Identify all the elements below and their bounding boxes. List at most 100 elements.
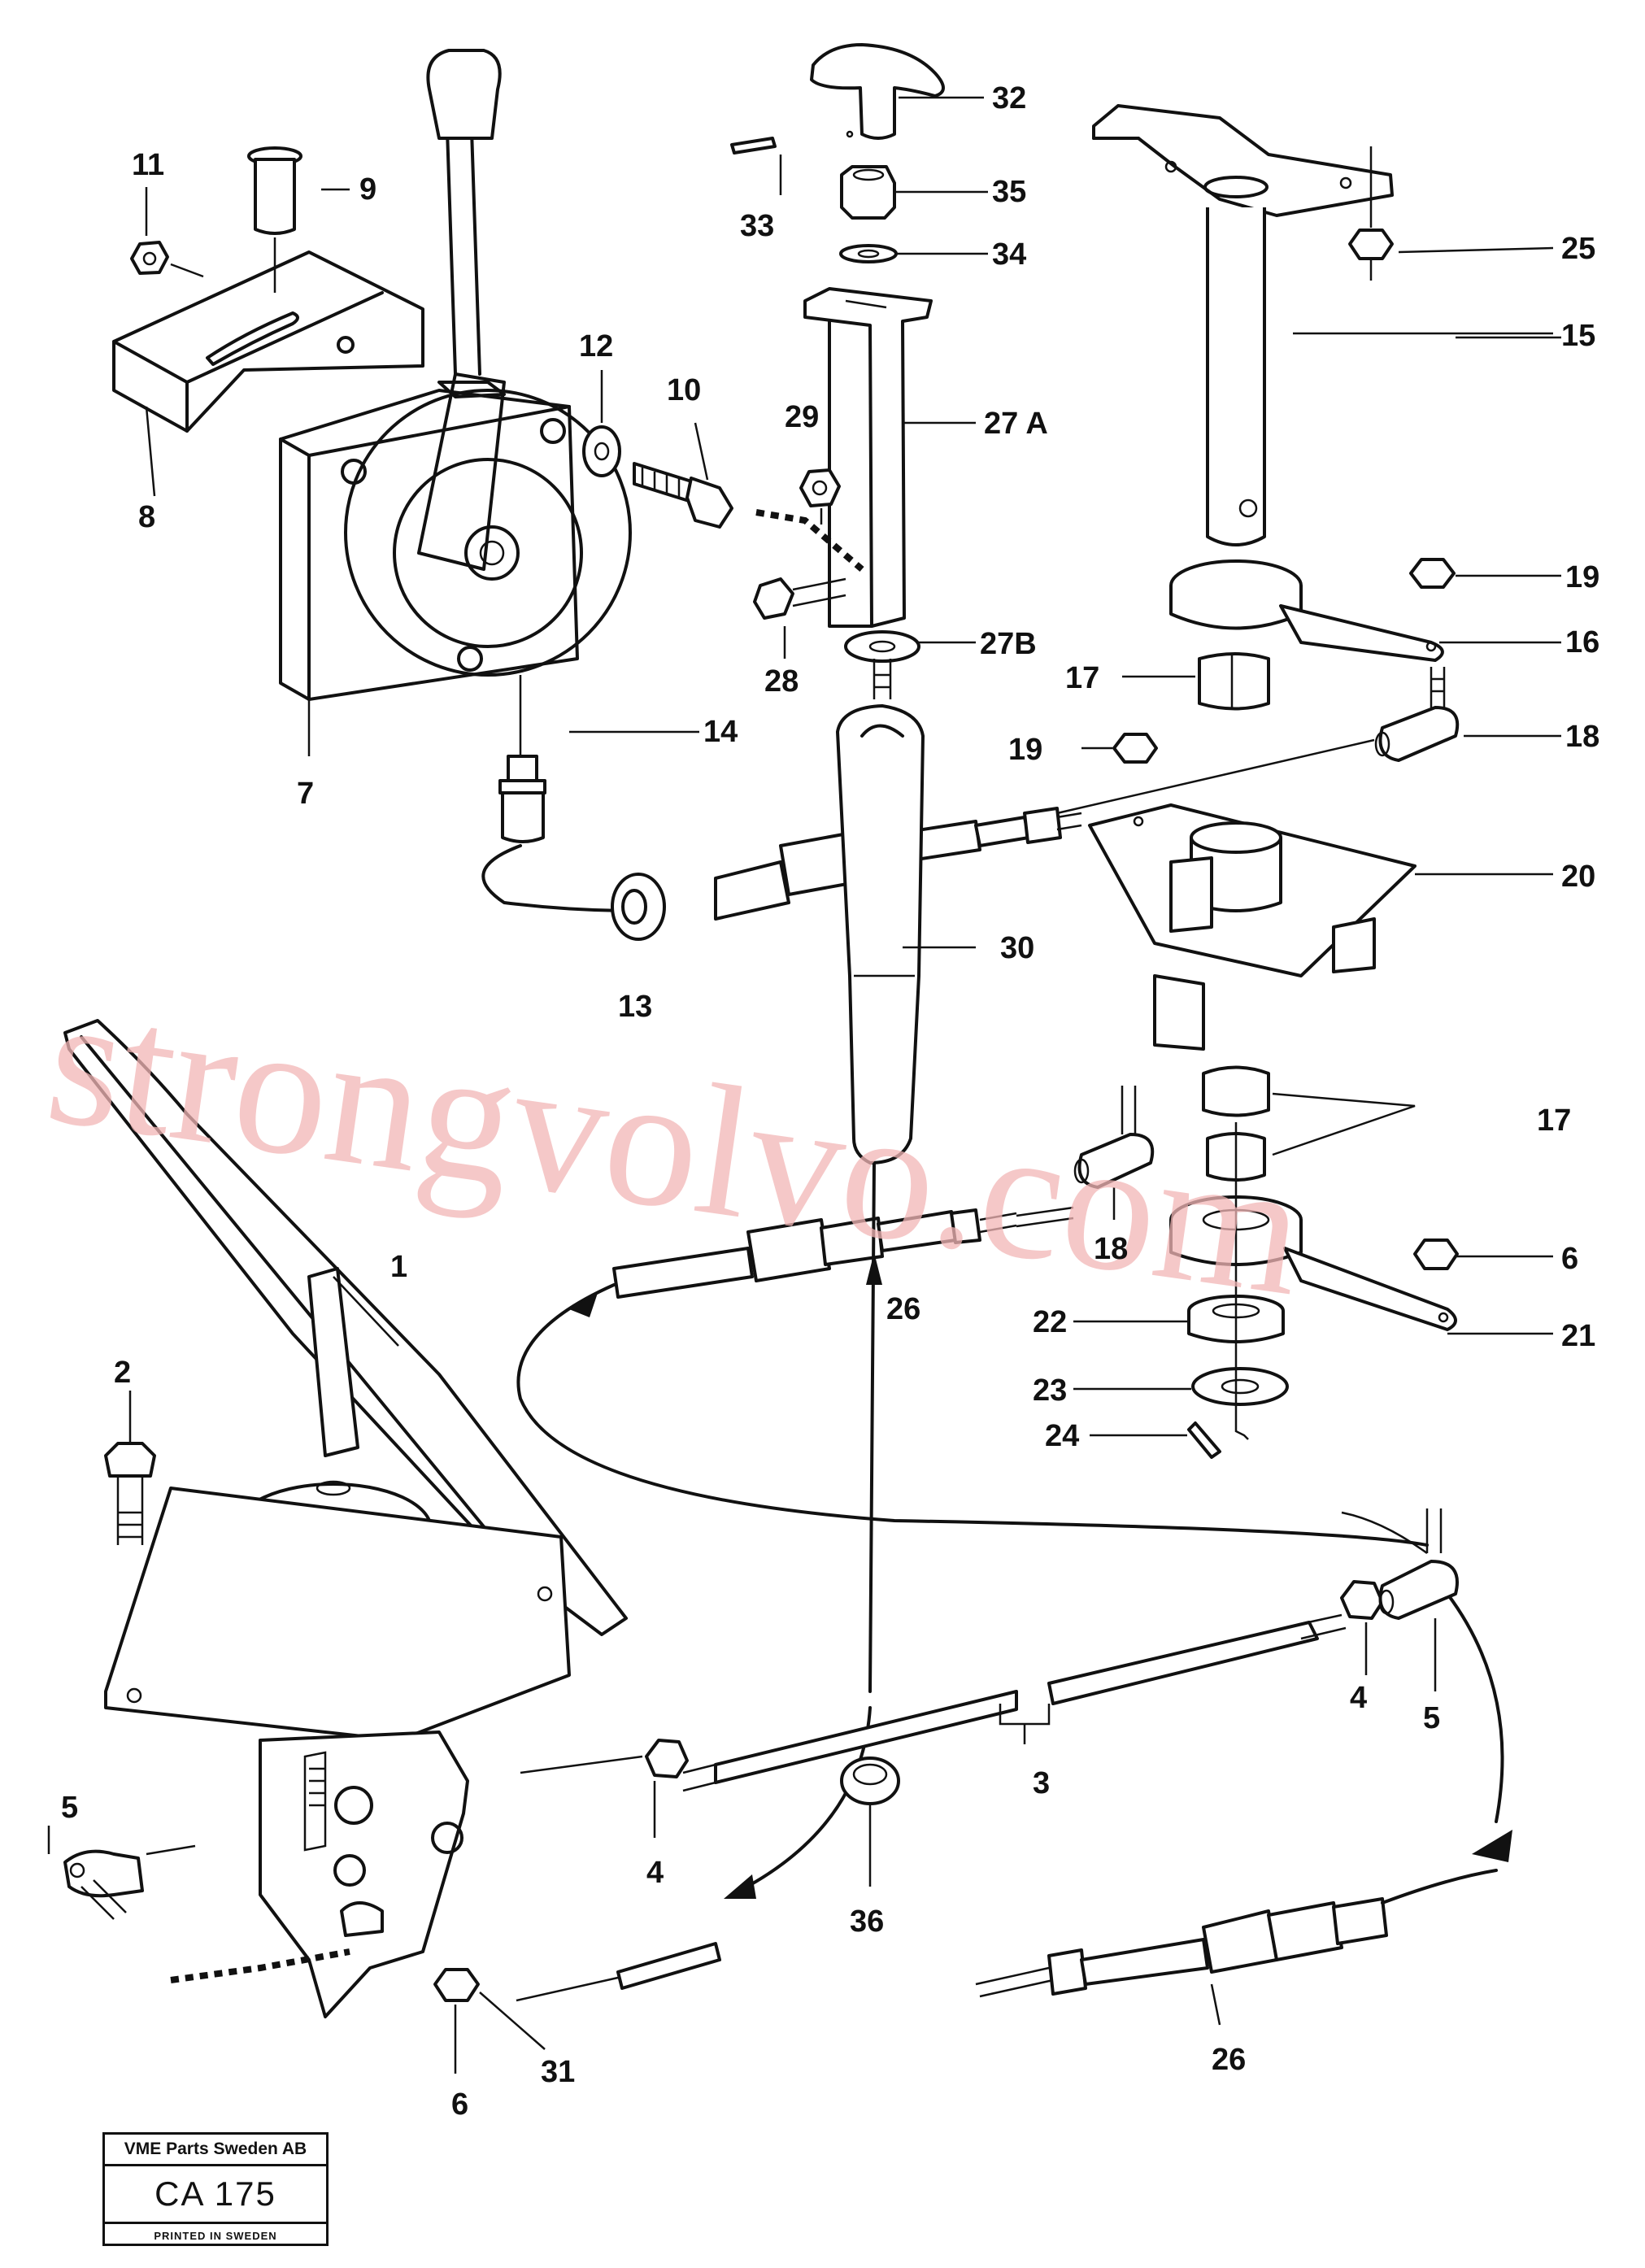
pedal-bracket — [259, 1730, 469, 2018]
ball-joint-part-5-right — [1378, 1508, 1459, 1620]
callout-24: 24 — [1045, 1419, 1079, 1453]
callout-11: 11 — [132, 148, 164, 182]
nut-part-6-lower — [433, 1968, 480, 2002]
plate-part-20 — [1088, 803, 1417, 1051]
bolt-part-28 — [753, 577, 846, 620]
rod-part-3 — [682, 1613, 1347, 1792]
callout-22: 22 — [1033, 1305, 1067, 1339]
callout-15: 15 — [1561, 319, 1595, 353]
grommet-part-36 — [840, 1757, 900, 1805]
title-block-company: VME Parts Sweden AB — [105, 2135, 326, 2166]
washer-part-34 — [839, 244, 898, 263]
nut-part-29 — [799, 468, 841, 507]
callout-5a: 5 — [61, 1791, 78, 1825]
cable-end-part-14 — [481, 675, 636, 912]
callout-26a: 26 — [886, 1292, 920, 1326]
cotter-pin-part-24 — [1187, 1122, 1249, 1459]
callout-30: 30 — [1000, 931, 1034, 965]
nut-part-35 — [840, 165, 896, 220]
lever-arm-part-16 — [1169, 559, 1444, 662]
callout-35: 35 — [992, 175, 1026, 209]
bolt-part-2 — [104, 1442, 156, 1545]
callout-12: 12 — [579, 329, 613, 363]
shift-lever — [417, 49, 506, 571]
callout-20: 20 — [1561, 860, 1595, 894]
guard-part-8 — [112, 250, 424, 433]
callout-34: 34 — [992, 237, 1026, 272]
cable-part-31-run — [868, 1161, 876, 1693]
callout-8: 8 — [138, 500, 155, 534]
callout-5b: 5 — [1423, 1701, 1440, 1735]
callout-4a: 4 — [646, 1856, 664, 1890]
callout-36: 36 — [850, 1905, 884, 1939]
washer-part-27B — [844, 630, 920, 663]
callout-13: 13 — [618, 990, 652, 1024]
nut-part-4-right — [1340, 1580, 1384, 1620]
cable-part-26-arc — [1446, 1592, 1504, 1823]
pedal-base-plate — [104, 1487, 571, 1742]
callout-18b: 18 — [1094, 1232, 1128, 1266]
callout-1: 1 — [390, 1250, 407, 1284]
callout-21: 21 — [1561, 1319, 1595, 1353]
callout-18a: 18 — [1565, 720, 1599, 754]
title-block: VME Parts Sweden AB CA 175 PRINTED IN SW… — [102, 2132, 329, 2246]
callout-29: 29 — [785, 400, 819, 434]
callout-17b: 17 — [1537, 1104, 1571, 1138]
bolt-part-10 — [633, 462, 733, 529]
hidden-line-27A — [755, 509, 864, 572]
callout-33: 33 — [740, 209, 774, 243]
callout-31: 31 — [541, 2055, 575, 2089]
ball-joint-part-5-left — [63, 1849, 144, 1920]
callout-6a: 6 — [1561, 1242, 1578, 1276]
callout-4b: 4 — [1350, 1681, 1367, 1715]
callout-27a: 27 A — [984, 407, 1048, 441]
cable-part-26-upper — [612, 1206, 1074, 1299]
title-block-printed: PRINTED IN SWEDEN — [154, 2230, 277, 2242]
pedal-part-1 — [63, 1019, 628, 1636]
callout-16: 16 — [1565, 625, 1599, 660]
callout-19b: 19 — [1008, 733, 1042, 767]
callout-2: 2 — [114, 1356, 131, 1390]
bushing-part-17-upper — [1198, 652, 1270, 711]
callout-26b: 26 — [1212, 2043, 1246, 2077]
callout-6b: 6 — [451, 2087, 468, 2122]
washer-part-23 — [1191, 1367, 1289, 1406]
nut-part-19-lower — [1112, 733, 1158, 764]
bushing-part-17-lower-a — [1202, 1065, 1270, 1117]
nut-part-6-upper — [1413, 1238, 1459, 1270]
ball-joint-part-18-upper — [1374, 667, 1460, 762]
arrowheads — [569, 1252, 1512, 1899]
callout-28: 28 — [764, 664, 799, 699]
bushing-part-9 — [247, 146, 302, 293]
t-handle-part-32 — [810, 43, 945, 140]
nut-part-19-upper — [1409, 558, 1456, 589]
callout-3: 3 — [1033, 1766, 1050, 1800]
cable-end-part-31 — [516, 1942, 721, 2002]
bracket-shaft-part-15 — [1092, 104, 1394, 546]
nut-part-4-left — [645, 1739, 689, 1778]
callout-25: 25 — [1561, 232, 1595, 266]
callout-23: 23 — [1033, 1373, 1067, 1408]
nut-part-25 — [1348, 146, 1394, 281]
pin-part-33 — [730, 137, 777, 155]
callout-9: 9 — [359, 172, 376, 207]
callout-27b: 27B — [980, 627, 1037, 661]
hidden-line-pedal — [170, 1948, 350, 1983]
callout-10: 10 — [667, 373, 701, 407]
ball-joint-part-18-lower — [1073, 1086, 1155, 1189]
callout-32: 32 — [992, 81, 1026, 115]
cable-run-26 — [516, 1283, 1429, 1547]
housing-part-30 — [836, 659, 925, 1164]
tube-part-27A — [803, 287, 933, 628]
callout-7: 7 — [297, 777, 314, 811]
callout-labels: 32 33 35 34 27 A 27B 28 29 11 9 12 10 8 … — [61, 81, 1599, 2122]
nut-part-11 — [130, 241, 204, 278]
washer-part-12 — [582, 425, 621, 477]
title-block-code: CA 175 — [105, 2166, 326, 2224]
control-box-part-7 — [279, 389, 632, 701]
cable-part-26-lower — [975, 1869, 1498, 1998]
leader-lines — [47, 96, 1561, 2074]
callout-19a: 19 — [1565, 560, 1599, 594]
